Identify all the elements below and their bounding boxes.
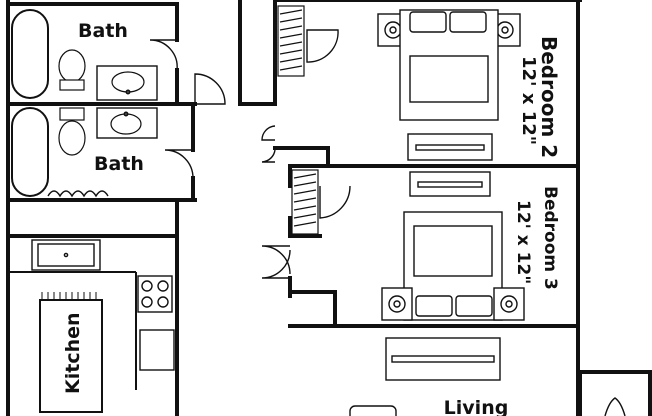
- door-swing: [164, 149, 194, 179]
- closet-middle: [291, 169, 319, 235]
- bath-bottom-label: Bath: [94, 153, 144, 175]
- stove: [137, 275, 173, 313]
- door-swing: [261, 149, 276, 163]
- bedroom3-label: Bedroom 3: [540, 186, 560, 290]
- doors: [149, 29, 351, 279]
- bedroom2-furniture: [377, 9, 521, 161]
- nightstand: [381, 287, 413, 321]
- walls: [6, 0, 652, 416]
- door-swing: [149, 39, 178, 71]
- sink: [111, 71, 145, 93]
- toilet: [58, 120, 86, 156]
- door-swing: [261, 249, 291, 279]
- kitchen-fixtures: [8, 239, 175, 413]
- door-swing: [194, 73, 226, 105]
- living-label: Living: [444, 397, 509, 416]
- shower-curtain: [47, 190, 109, 198]
- bath-top-fixtures: [11, 9, 158, 101]
- door-swing: [261, 125, 276, 141]
- sink: [110, 113, 142, 135]
- bath-top-label: Bath: [78, 20, 128, 42]
- bedroom3-furniture: [381, 171, 525, 321]
- bedroom3-size: 12' x 12": [513, 200, 533, 284]
- kitchen-rug: [39, 299, 103, 413]
- kitchen-label: Kitchen: [62, 312, 84, 394]
- bathtub: [11, 9, 49, 99]
- refrigerator: [139, 329, 175, 371]
- living-furniture: [349, 337, 626, 416]
- plant-icon: [604, 397, 626, 416]
- door-swing: [261, 245, 291, 275]
- side-table: [349, 405, 397, 416]
- bedroom2-label: Bedroom 2: [537, 36, 561, 158]
- door-swing: [319, 185, 351, 219]
- bedroom2-size: 12' x 12": [518, 56, 539, 145]
- bath-bottom-fixtures: [11, 107, 158, 198]
- bathtub: [11, 107, 49, 197]
- closet-top: [277, 5, 305, 77]
- door-swing: [306, 29, 339, 63]
- toilet: [58, 49, 86, 83]
